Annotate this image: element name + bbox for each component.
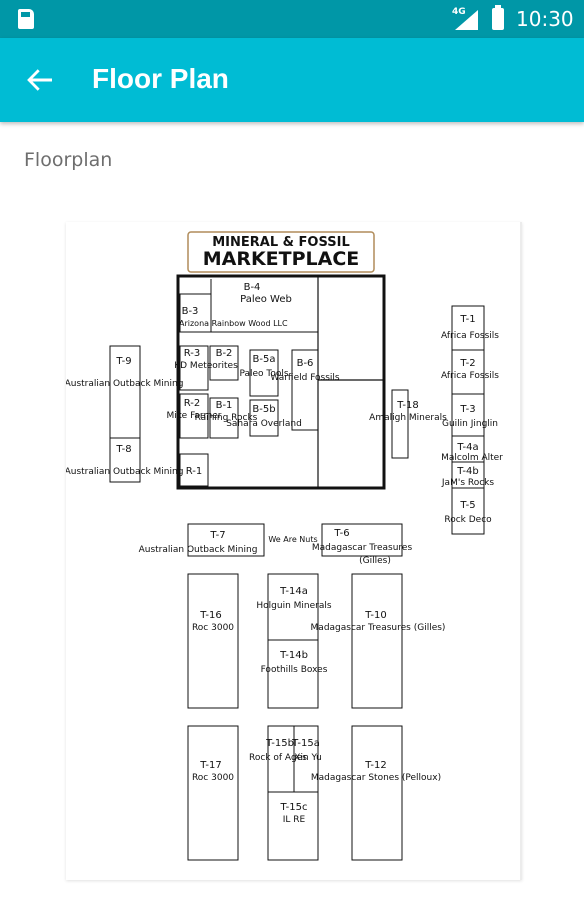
svg-text:B-1: B-1 <box>216 400 233 411</box>
floorplan-map: MINERAL & FOSSIL MARKETPLACE B-4 Paleo W… <box>66 231 503 861</box>
svg-text:T-5: T-5 <box>459 500 475 511</box>
svg-text:Roc 3000: Roc 3000 <box>192 623 234 633</box>
booth-R-1 <box>179 453 209 487</box>
svg-text:Madagascar Treasures (Gilles): Madagascar Treasures (Gilles) <box>311 623 446 633</box>
booth-B-3 <box>179 293 212 333</box>
booth-T-5 <box>451 487 485 535</box>
svg-text:Foothills Boxes: Foothills Boxes <box>261 665 328 675</box>
booth-T-8 <box>109 437 141 483</box>
svg-text:T-4b: T-4b <box>456 466 479 477</box>
svg-text:R-3: R-3 <box>184 348 201 359</box>
svg-text:T-17: T-17 <box>199 760 222 771</box>
svg-text:T-18: T-18 <box>396 400 419 411</box>
svg-text:Africa Fossils: Africa Fossils <box>441 371 499 381</box>
svg-text:Roc 3000: Roc 3000 <box>192 773 234 783</box>
svg-text:T-15c: T-15c <box>279 802 307 813</box>
svg-text:R-2: R-2 <box>184 398 201 409</box>
svg-text:Amaligh Minerals: Amaligh Minerals <box>369 413 447 423</box>
booth-T-6 <box>321 523 403 557</box>
booth-T-7 <box>187 523 265 557</box>
sd-card-icon <box>18 9 34 29</box>
svg-text:T-15b: T-15b <box>265 738 294 749</box>
booth-name: Paleo Web <box>240 294 292 305</box>
booth-B-2 <box>209 345 239 381</box>
svg-text:Rock of Ages: Rock of Ages <box>249 753 307 763</box>
svg-text:T-1: T-1 <box>459 314 475 325</box>
booth-T-14b <box>267 639 319 709</box>
booth-label: B-4 <box>244 282 261 293</box>
svg-text:KD Meteorites: KD Meteorites <box>174 361 238 371</box>
svg-text:T-14a: T-14a <box>279 586 308 597</box>
svg-text:Madagascar Stones (Pelloux): Madagascar Stones (Pelloux) <box>311 773 441 783</box>
booth-T-12 <box>351 725 403 861</box>
svg-text:Rock Deco: Rock Deco <box>444 515 492 525</box>
svg-text:Holguin Minerals: Holguin Minerals <box>256 601 331 611</box>
booth-B-5b <box>249 399 279 437</box>
svg-text:B-5a: B-5a <box>253 354 276 365</box>
svg-text:B-3: B-3 <box>182 306 199 317</box>
booth-B-5a <box>249 349 279 397</box>
network-type: 4G <box>452 7 466 17</box>
section-heading: Floorplan <box>24 149 113 171</box>
svg-text:T-9: T-9 <box>115 356 131 367</box>
marketplace-logo: MINERAL & FOSSIL MARKETPLACE <box>187 231 375 273</box>
svg-text:B-2: B-2 <box>216 348 233 359</box>
svg-text:T-3: T-3 <box>459 404 475 415</box>
clock: 10:30 <box>516 7 574 31</box>
signal-icon <box>455 10 478 30</box>
booth-B-6 <box>291 349 319 431</box>
booth-T-15c <box>267 791 319 861</box>
status-bar: 4G 10:30 <box>0 0 584 38</box>
svg-text:Warfield Fossils: Warfield Fossils <box>270 373 340 383</box>
app-bar: Floor Plan <box>0 38 584 122</box>
logo-line-2: MARKETPLACE <box>203 248 360 270</box>
svg-text:T-14b: T-14b <box>279 650 308 661</box>
svg-text:T-12: T-12 <box>364 760 387 771</box>
svg-text:R-1: R-1 <box>186 466 203 477</box>
booth-T-18 <box>391 389 409 459</box>
svg-text:Madagascar Treasures: Madagascar Treasures <box>312 543 413 553</box>
svg-text:T-16: T-16 <box>199 610 222 621</box>
logo-line-1: MINERAL & FOSSIL <box>212 235 349 250</box>
booth-R-2 <box>179 393 209 439</box>
page-title: Floor Plan <box>92 63 229 94</box>
back-arrow-icon[interactable] <box>24 64 56 96</box>
svg-text:T-2: T-2 <box>459 358 475 369</box>
svg-text:Africa Fossils: Africa Fossils <box>441 331 499 341</box>
svg-text:B-6: B-6 <box>297 358 314 369</box>
svg-text:JaM's Rocks: JaM's Rocks <box>441 478 494 488</box>
battery-icon <box>492 5 504 30</box>
svg-text:Paleo Tools: Paleo Tools <box>239 369 288 379</box>
svg-text:Raining Rocks: Raining Rocks <box>195 413 258 423</box>
svg-text:Arizona Rainbow Wood LLC: Arizona Rainbow Wood LLC <box>179 319 288 328</box>
svg-text:Xin Yu: Xin Yu <box>294 753 321 763</box>
svg-text:Malcolm Alter: Malcolm Alter <box>441 453 503 463</box>
svg-text:Australian Outback Mining: Australian Outback Mining <box>66 379 183 389</box>
svg-text:T-10: T-10 <box>364 610 387 621</box>
svg-text:(Gilles): (Gilles) <box>359 556 391 566</box>
booth-R-3 <box>179 345 209 391</box>
svg-text:Australian Outback Mining: Australian Outback Mining <box>66 467 183 477</box>
svg-text:T-4a: T-4a <box>456 442 478 453</box>
svg-text:T-6: T-6 <box>333 528 349 539</box>
booth-T-10 <box>351 573 403 709</box>
booth-T-1 <box>451 305 485 351</box>
svg-text:T-15a: T-15a <box>291 738 320 749</box>
svg-text:IL RE: IL RE <box>283 815 306 825</box>
svg-text:T-7: T-7 <box>209 530 225 541</box>
svg-text:Australian Outback Mining: Australian Outback Mining <box>139 545 258 555</box>
booth-T-16 <box>187 573 239 709</box>
booth-T-17 <box>187 725 239 861</box>
svg-text:Sahara Overland: Sahara Overland <box>226 419 302 429</box>
svg-text:Guilin Jinglin: Guilin Jinglin <box>442 419 498 429</box>
svg-text:B-5b: B-5b <box>252 404 275 415</box>
booth-B-1 <box>209 397 239 439</box>
svg-text:Mike Farmer: Mike Farmer <box>167 411 222 421</box>
svg-text:We Are Nuts: We Are Nuts <box>268 535 317 544</box>
main-hall-outline <box>176 274 386 490</box>
floorplan-image[interactable]: MINERAL & FOSSIL MARKETPLACE B-4 Paleo W… <box>66 222 522 880</box>
booth-T-3 <box>451 393 485 437</box>
svg-text:T-8: T-8 <box>115 444 131 455</box>
